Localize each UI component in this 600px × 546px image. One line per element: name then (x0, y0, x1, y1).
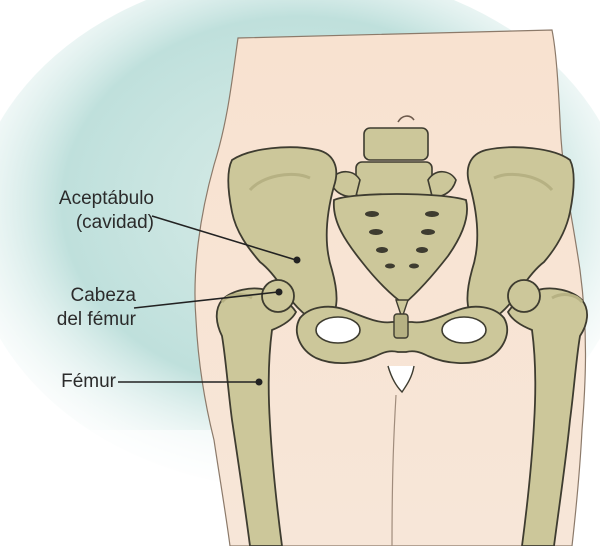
right-femoral-head (508, 280, 540, 312)
leader-dot-femur (256, 379, 263, 386)
label-cabeza-line2: del fémur (57, 308, 136, 332)
label-acetabulo-line2: (cavidad) (59, 211, 154, 235)
right-obturator-foramen (442, 317, 486, 343)
label-cabeza-line1: Cabeza (57, 284, 136, 308)
label-acetabulo-line1: Aceptábulo (59, 187, 154, 211)
leader-dot-acetabulo (294, 257, 301, 264)
left-obturator-foramen (316, 317, 360, 343)
pubic-symphysis (394, 314, 408, 338)
label-femur: Fémur (61, 370, 116, 394)
left-femoral-head (262, 280, 294, 312)
label-femur-line1: Fémur (61, 370, 116, 394)
label-cabeza-femur: Cabeza del fémur (57, 284, 136, 332)
leader-dot-cabeza (276, 289, 283, 296)
label-acetabulo: Aceptábulo (cavidad) (59, 187, 154, 235)
